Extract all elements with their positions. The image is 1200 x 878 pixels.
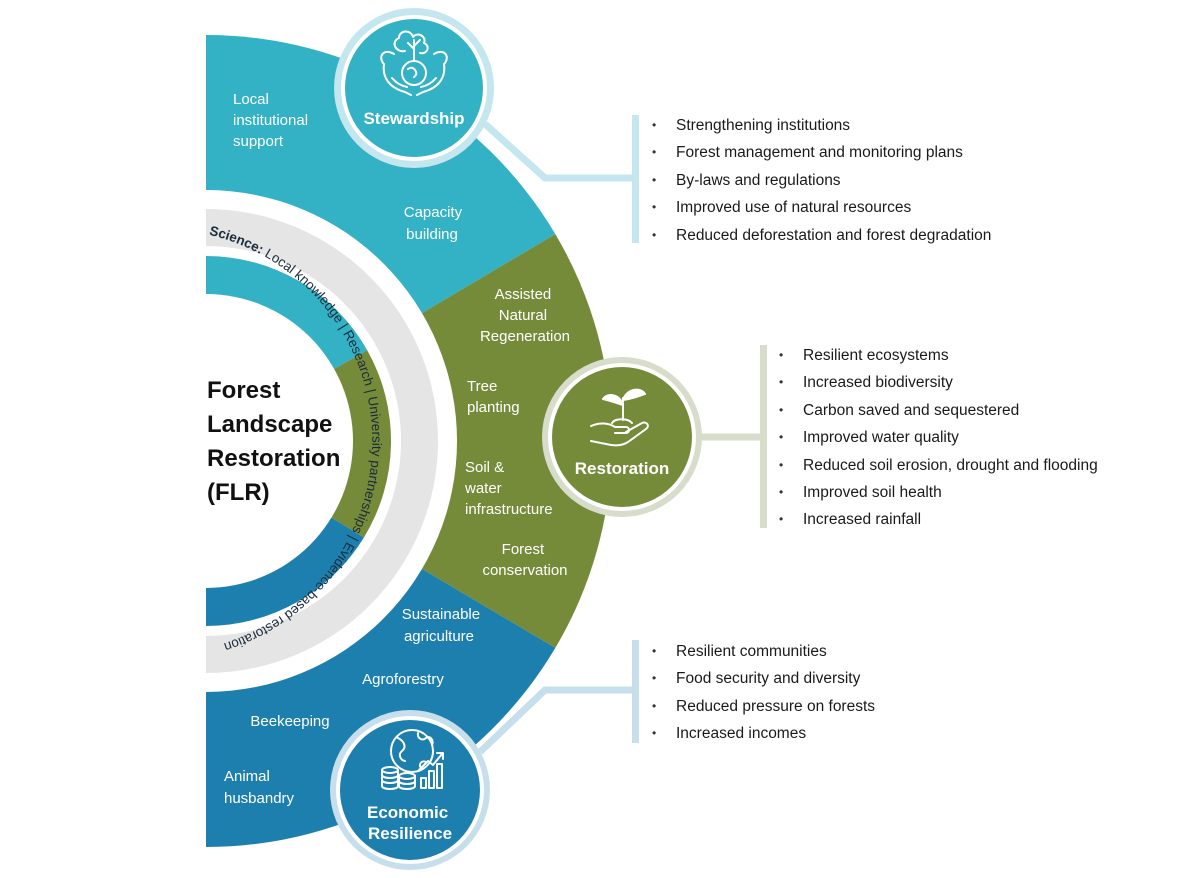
segment-capacity-building: Capacity building	[404, 204, 467, 243]
segment-beekeeping: Beekeeping	[250, 713, 329, 730]
globe-coins-growth-chart-icon	[381, 729, 444, 790]
list-item: Increased incomes	[652, 720, 875, 748]
list-item: Increased rainfall	[779, 506, 1098, 534]
title-line: Restoration	[207, 445, 340, 472]
economic-outcomes: Resilient communities Food security and …	[652, 638, 875, 748]
stewardship-outcomes: Strengthening institutions Forest manage…	[652, 112, 991, 249]
list-item: Improved water quality	[779, 424, 1098, 452]
segment-assisted-natural-regeneration: Assisted Natural Regeneration	[480, 286, 570, 345]
title-line: Forest	[207, 377, 280, 404]
economic-resilience-badge: Economic Resilience	[330, 710, 490, 870]
list-item: By-laws and regulations	[652, 167, 991, 195]
stewardship-connector	[482, 121, 632, 182]
restoration-outcomes: Resilient ecosystems Increased biodivers…	[779, 342, 1098, 534]
restoration-badge: Restoration	[542, 357, 702, 517]
title-line: (FLR)	[207, 479, 270, 506]
segment-sustainable-agriculture: Sustainable agriculture	[402, 606, 485, 645]
title-line: Landscape	[207, 411, 332, 438]
list-item: Strengthening institutions	[652, 112, 991, 140]
restoration-outcomes-bar	[760, 345, 767, 528]
list-item: Carbon saved and sequestered	[779, 397, 1098, 425]
list-item: Improved soil health	[779, 479, 1098, 507]
list-item: Resilient ecosystems	[779, 342, 1098, 370]
page-title: Forest Landscape Restoration (FLR)	[207, 377, 347, 506]
segment-local-institutional-support: Local institutional support	[233, 91, 312, 150]
segment-soil-water-infrastructure: Soil & water infrastructure	[464, 459, 553, 518]
list-item: Improved use of natural resources	[652, 194, 991, 222]
segment-agroforestry: Agroforestry	[362, 671, 444, 688]
economic-connector	[477, 686, 632, 755]
list-item: Forest management and monitoring plans	[652, 139, 991, 167]
list-item: Resilient communities	[652, 638, 875, 666]
economic-outcomes-bar	[632, 640, 639, 743]
economic-resilience-label: Economic Resilience	[367, 803, 453, 843]
segment-animal-husbandry: Animal husbandry	[224, 768, 295, 807]
list-item: Increased biodiversity	[779, 369, 1098, 397]
stewardship-badge: Stewardship	[334, 8, 494, 168]
list-item: Reduced deforestation and forest degrada…	[652, 222, 991, 250]
hands-holding-tree-globe-icon	[380, 30, 448, 96]
list-item: Food security and diversity	[652, 665, 875, 693]
seedling-in-hand-icon	[590, 388, 649, 447]
restoration-label: Restoration	[575, 459, 669, 478]
segment-forest-conservation: Forest conservation	[482, 541, 567, 579]
list-item: Reduced pressure on forests	[652, 693, 875, 721]
list-item: Reduced soil erosion, drought and floodi…	[779, 452, 1098, 480]
stewardship-outcomes-bar	[632, 115, 639, 243]
stewardship-label: Stewardship	[363, 109, 464, 128]
segment-tree-planting: Tree planting	[467, 378, 520, 416]
